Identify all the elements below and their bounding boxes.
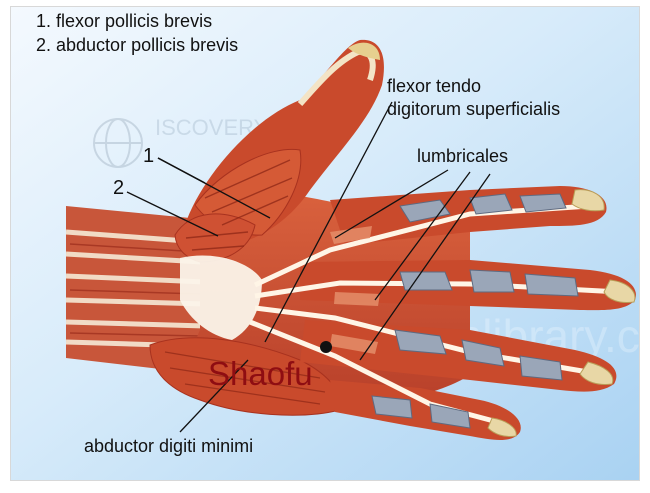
- acupoint-marker: [320, 341, 332, 353]
- shaofu-point-label: Shaofu: [208, 356, 313, 392]
- lumbricales-label: lumbricales: [417, 146, 508, 166]
- flexor-tendo-label-line2: digitorum superficialis: [387, 99, 560, 119]
- marker-number-1: 1: [143, 146, 154, 166]
- flexor-tendo-label-line1: flexor tendo: [387, 76, 481, 96]
- marker-number-2: 2: [113, 178, 124, 198]
- legend-item-1: 1. flexor pollicis brevis: [36, 11, 212, 31]
- abductor-digiti-minimi-label: abductor digiti minimi: [84, 436, 253, 456]
- legend-item-2: 2. abductor pollicis brevis: [36, 35, 238, 55]
